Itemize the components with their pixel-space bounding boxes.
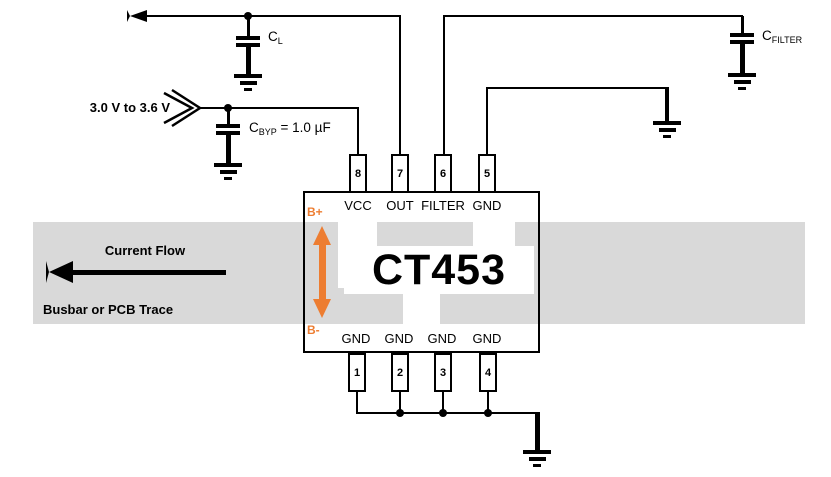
ic-part-number: CT453	[344, 246, 534, 294]
cbyp-plate-bottom	[216, 131, 240, 135]
cfilter-wire	[740, 16, 744, 33]
pin-6: 6	[434, 154, 452, 193]
pin-2-number: 2	[396, 366, 404, 379]
pin-4-label: GND	[472, 331, 502, 346]
current-flow-arrow-shaft	[66, 270, 226, 275]
pin-3-label: GND	[427, 331, 457, 346]
pin-4: 4	[479, 353, 497, 392]
cfilter-ground-stub	[739, 44, 745, 73]
pin-4-gnd-wire	[487, 392, 489, 413]
out-net-wire-horizontal	[142, 15, 401, 17]
out-net-wire-to-pin7	[399, 16, 401, 154]
field-arrow-shaft	[319, 244, 326, 300]
cbyp-plate-top	[216, 124, 240, 128]
cbyp-name: C	[249, 120, 259, 135]
pin5-gnd-wire-horizontal	[486, 87, 669, 89]
junction-dot-pin4	[484, 409, 492, 417]
pin-8-number: 8	[354, 167, 362, 180]
pin5-gnd-wire-to-pin5	[486, 88, 488, 154]
current-flow-arrow-head-icon	[46, 261, 73, 283]
cl-plate-bottom	[236, 43, 260, 47]
pin-6-label: FILTER	[421, 198, 465, 213]
cl-name: C	[268, 29, 278, 44]
supply-wire-horizontal	[198, 107, 359, 109]
filter-net-wire-horizontal	[443, 15, 743, 17]
cfilter-plate-top	[730, 33, 754, 37]
cfilter-name: C	[762, 28, 772, 43]
pin-3-number: 3	[439, 366, 447, 379]
ground-symbol-pin5	[653, 121, 681, 138]
cfilter-plate-bottom	[730, 40, 754, 44]
cbyp-wire	[226, 108, 230, 124]
cl-plate-top	[236, 36, 260, 40]
supply-wire-to-pin8	[356, 108, 359, 154]
pin-2: 2	[391, 353, 409, 392]
pin-5-label: GND	[472, 198, 502, 213]
busbar-label: Busbar or PCB Trace	[43, 302, 174, 317]
pin-4-number: 4	[484, 366, 492, 379]
pin-1-label: GND	[341, 331, 371, 346]
junction-dot-pin3	[439, 409, 447, 417]
cl-sub: L	[277, 36, 283, 46]
cbyp-sub: BYP	[258, 127, 277, 137]
cbyp-ground-stub	[225, 135, 231, 163]
b-plus-label: B+	[307, 205, 323, 219]
supply-voltage-label: 3.0 V to 3.6 V	[89, 100, 170, 115]
pin-5: 5	[478, 154, 496, 193]
ground-symbol-cfilter	[728, 73, 756, 90]
cfilter-label: CFILTER	[762, 28, 802, 45]
pin-1-gnd-wire	[356, 392, 358, 413]
ground-symbol-cbyp	[214, 163, 242, 180]
pin-8-label: VCC	[344, 198, 372, 213]
cbyp-label: CBYP = 1.0 µF	[249, 120, 331, 137]
cl-label: CL	[268, 29, 283, 46]
b-minus-label: B-	[307, 323, 320, 337]
ground-symbol-bottom	[523, 450, 551, 467]
pin-2-gnd-wire	[399, 392, 401, 413]
pin-7: 7	[391, 154, 409, 193]
pin-5-number: 5	[483, 167, 491, 180]
cl-wire	[246, 16, 250, 36]
filter-net-wire-to-pin6	[443, 16, 445, 154]
current-flow-label: Current Flow	[104, 243, 186, 258]
out-net-arrow-head-icon	[127, 10, 147, 22]
pin-7-label: OUT	[386, 198, 414, 213]
ic-package-outline	[303, 191, 540, 353]
junction-dot-pin2	[396, 409, 404, 417]
pin-1: 1	[348, 353, 366, 392]
pin-7-number: 7	[396, 167, 404, 180]
pin-2-label: GND	[384, 331, 414, 346]
field-arrow-down-icon	[313, 299, 331, 318]
pin5-gnd-stub	[665, 88, 669, 121]
field-arrow-up-icon	[313, 226, 331, 245]
pin-6-number: 6	[439, 167, 447, 180]
cfilter-sub: FILTER	[771, 35, 803, 45]
gnd-bus-stub	[534, 412, 540, 450]
ground-symbol-cl	[234, 74, 262, 91]
cbyp-value: = 1.0 µF	[276, 120, 331, 135]
cl-ground-stub	[245, 47, 251, 74]
pin-3-gnd-wire	[442, 392, 444, 413]
pin-3: 3	[434, 353, 452, 392]
pin-8: 8	[349, 154, 367, 193]
pin-1-number: 1	[353, 366, 361, 379]
